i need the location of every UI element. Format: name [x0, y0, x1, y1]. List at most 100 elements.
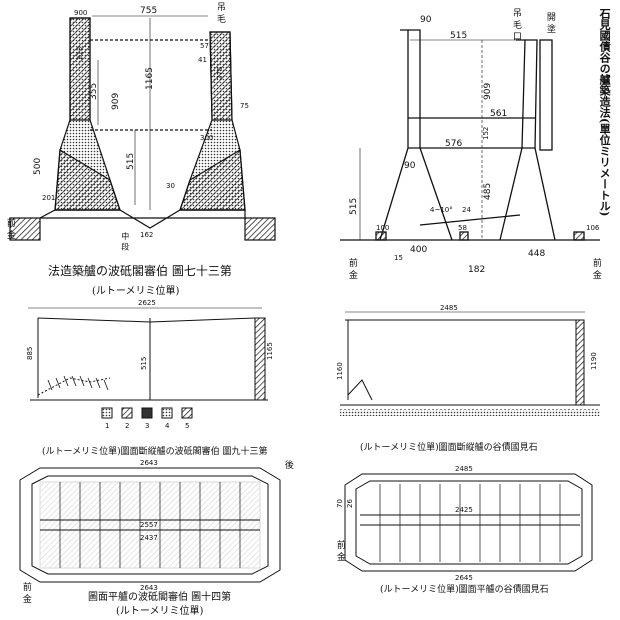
right-mid-labels: 2485 1160 1190 — [336, 304, 598, 380]
fig39-label-885: 885 — [26, 347, 34, 360]
fig40-plan — [19, 467, 281, 583]
fig39-legend-label-1: 1 — [105, 422, 109, 430]
rb-label-2645: 2645 — [455, 574, 473, 582]
fig39-legend-label-3: 3 — [145, 422, 149, 430]
fig37-label-1165: 1165 — [145, 67, 155, 90]
fig37-label-201: 201 — [42, 194, 55, 202]
rt-floor-beam — [419, 214, 521, 226]
fig40-ribs — [59, 482, 241, 568]
fig37-label-front: 前 金 — [4, 218, 15, 239]
rt-label-mouth: 吊 毛 口 — [510, 8, 521, 41]
fig39-legend-label-2: 2 — [125, 422, 129, 430]
rt-label-front-left: 前 金 — [346, 258, 357, 279]
right-top-section — [340, 29, 600, 241]
fig39-label-1165: 1165 — [266, 342, 274, 360]
fig37-label-300: 300 — [200, 134, 213, 142]
rt-label-angle: 4~10° — [430, 206, 453, 214]
rt-label-152: 152 — [482, 127, 490, 140]
rt-right-wall-outer — [525, 39, 556, 241]
fig37-label-909: 909 — [111, 93, 121, 110]
fig37-label-500: 500 — [33, 158, 43, 175]
rm-right-wall — [575, 319, 585, 406]
rt-label-open: 開 塗 — [544, 12, 555, 33]
fig40-label-front: 前 金 — [20, 582, 31, 603]
fig39-caption: (ルトーメリミ位單)圖面斷縦艫の波砥閣審伯 圖九十三第 — [42, 447, 268, 457]
fig39-legend-label-5: 5 — [185, 422, 189, 430]
fig39-legend-4 — [161, 407, 173, 419]
fig37-label-middle: 中 段 — [120, 232, 130, 251]
fig39-legend-2 — [121, 407, 133, 419]
fig40-unit: (ルトーメリミ位單) — [116, 606, 204, 617]
right-bot-labels: 2485 2425 2645 70 26 — [336, 465, 473, 582]
rt-label-182: 182 — [468, 265, 485, 275]
fig37-label-30: 30 — [166, 182, 175, 190]
right-top-dim-labels: 515 561 576 909 152 485 515 90 90 400 44… — [349, 15, 600, 275]
rm-front-arch — [347, 379, 373, 401]
fig40-mid — [31, 475, 269, 575]
rb-outer — [344, 473, 593, 572]
right-mid-section — [340, 311, 600, 416]
fig40-caption: 圖面平艫の波砥閣審伯 圖十四第 — [88, 592, 232, 603]
right-vertical-title: 石見國債谷の艫築造法(單位ミリメートル) — [598, 8, 612, 217]
right-bot-caption: (ルトーメリミ位單)圖面平艫の谷債國見石 — [380, 585, 549, 595]
rt-block-left — [375, 231, 387, 241]
rt-label-485: 485 — [483, 183, 493, 200]
rt-label-front-right: 前 金 — [590, 258, 601, 279]
rt-label-24: 24 — [462, 206, 471, 214]
right-ground-block — [244, 217, 276, 241]
fig37-section — [9, 15, 276, 241]
rb-label-26: 26 — [346, 499, 354, 508]
fig39-label-2625: 2625 — [138, 299, 156, 307]
right-mid-caption: (ルトーメリミ位單)圖面斷縦艫の谷債國見石 — [360, 443, 538, 453]
fig40-outer — [19, 467, 281, 583]
rt-label-515v: 515 — [349, 198, 359, 215]
rm-label-2485: 2485 — [440, 304, 458, 312]
rt-left-wall-outer — [379, 29, 409, 241]
rm-ground — [340, 410, 600, 416]
rt-block-right — [573, 231, 585, 241]
fig40-label-2557: 2557 — [140, 521, 158, 529]
fig40-label-2437: 2437 — [140, 534, 158, 542]
fig37-label-75: 75 — [240, 102, 249, 110]
rt-block-mid — [459, 231, 469, 241]
rb-label-70: 70 — [336, 499, 344, 508]
fig39-section — [28, 307, 268, 419]
rm-label-1190: 1190 — [590, 352, 598, 370]
fig37-label-755: 755 — [140, 6, 157, 16]
rt-label-515: 515 — [450, 31, 467, 41]
rt-label-58: 58 — [458, 224, 467, 232]
rt-label-448: 448 — [528, 249, 545, 259]
fig37-label-57: 57 — [200, 42, 209, 50]
rt-label-909: 909 — [483, 83, 493, 100]
fig39-labels: 2625 1165 885 515 1 2 3 4 5 — [26, 299, 274, 430]
rt-label-90b: 90 — [404, 161, 416, 171]
fig39-right-wall — [254, 317, 266, 401]
fig37-label-162: 162 — [140, 231, 153, 239]
fig37-label-213: 213 — [76, 47, 84, 60]
fig40-label-2643b: 2643 — [140, 584, 158, 592]
fig39-legend-5 — [181, 407, 193, 419]
fig39-legend-3 — [141, 407, 153, 419]
fig37-label-41: 41 — [198, 56, 207, 64]
fig40-labels: 2557 2437 2643 2643 — [140, 459, 158, 592]
fig40-inner-fill — [39, 481, 261, 569]
fig39-flue-marks — [47, 375, 109, 391]
fig37-floor — [39, 209, 246, 229]
rm-label-1160: 1160 — [336, 362, 344, 380]
fig40-label-2643a: 2643 — [140, 459, 158, 467]
fig39-top-line — [37, 317, 256, 323]
fig37-label-top: 吊 毛 — [214, 2, 225, 23]
fig37-label-275: 275 — [216, 67, 224, 80]
fig37-dim-labels: 755 900 1165 355 909 515 500 30 213 162 … — [33, 6, 249, 239]
fig40-label-back: 後 — [282, 460, 293, 469]
rt-right-post — [539, 39, 553, 151]
rt-right-wall-inner — [499, 39, 526, 241]
rt-left-wall-inner — [408, 29, 453, 241]
rt-label-576: 576 — [445, 139, 462, 149]
rb-ribs — [379, 484, 561, 562]
fig39-legend-1 — [101, 407, 113, 419]
fig37-unit: (ルトーメリミ位單) — [92, 286, 180, 297]
rb-label-front: 前 金 — [334, 540, 345, 561]
rb-mid — [355, 480, 583, 565]
